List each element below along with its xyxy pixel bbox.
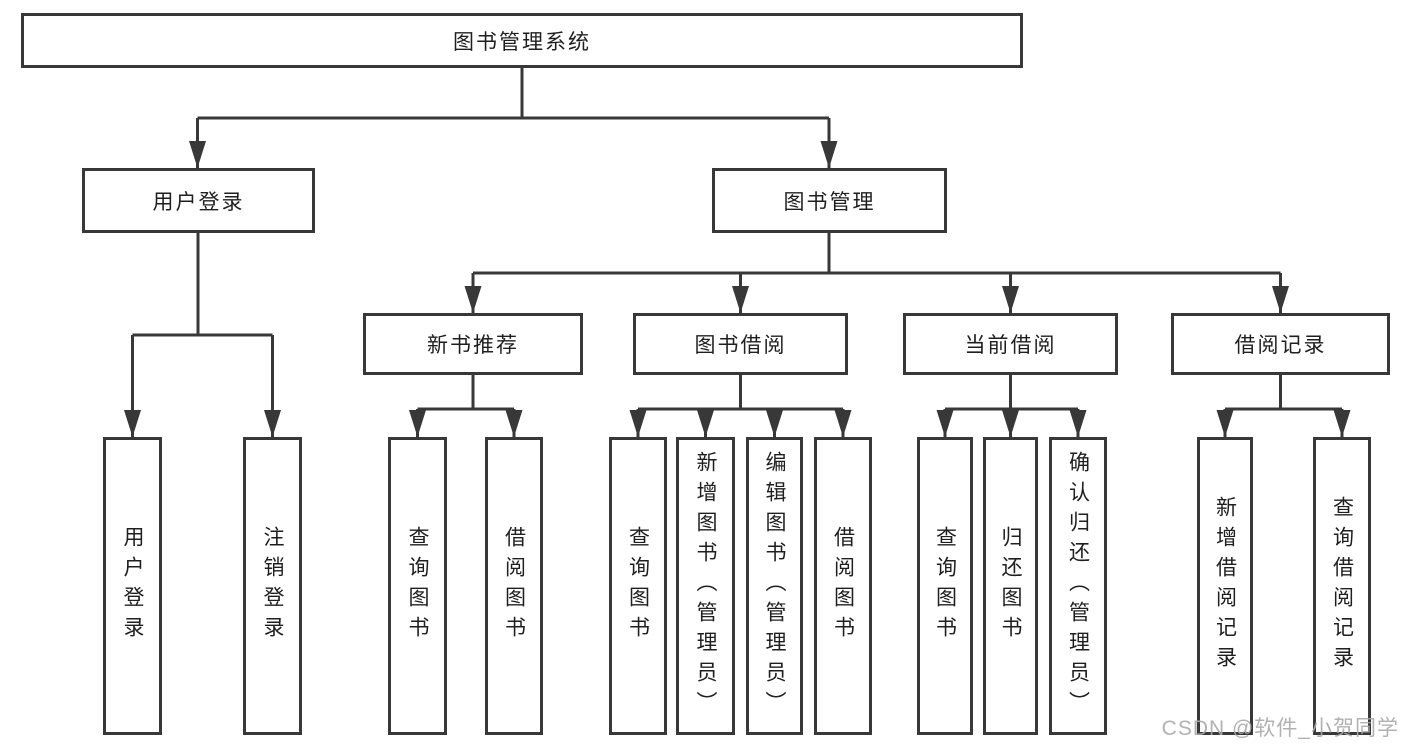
leaf-label: 查询借阅记录 <box>1330 496 1354 676</box>
arrow-down-icon <box>409 410 426 437</box>
node-book-management: 图书管理 <box>712 168 947 233</box>
leaf-label: 借阅图书 <box>502 526 526 646</box>
leaf-logout: 注销登录 <box>243 437 302 735</box>
leaf-label: 新增借阅记录 <box>1213 496 1237 676</box>
leaf-query-books-borrow: 查询图书 <box>609 437 667 735</box>
leaf-query-books-recommend: 查询图书 <box>388 437 447 735</box>
leaf-return-book: 归还图书 <box>983 437 1038 735</box>
arrow-down-icon <box>1002 286 1019 313</box>
arrow-down-icon <box>1333 410 1351 437</box>
node-user-login: 用户登录 <box>82 168 315 233</box>
arrow-down-icon <box>124 410 141 437</box>
arrow-down-icon <box>505 410 523 437</box>
leaf-label: 编辑图书（管理员） <box>763 451 786 721</box>
node-new-book-recommend: 新书推荐 <box>363 313 583 375</box>
arrow-down-icon <box>1002 410 1019 437</box>
leaf-edit-book-admin: 编辑图书（管理员） <box>746 437 803 735</box>
leaf-label: 查询图书 <box>626 526 650 646</box>
node-book-borrow: 图书借阅 <box>633 313 848 375</box>
arrow-down-icon <box>464 286 482 313</box>
watermark: CSDN @软件_小贺同学 <box>1161 717 1399 740</box>
node-borrow-records: 借阅记录 <box>1171 313 1390 375</box>
arrow-down-icon <box>834 410 852 437</box>
leaf-label: 借阅图书 <box>831 526 855 646</box>
node-library-management-system: 图书管理系统 <box>21 13 1023 68</box>
leaf-label: 用户登录 <box>121 526 144 646</box>
arrow-down-icon <box>936 410 954 437</box>
arrow-down-icon <box>1216 410 1234 437</box>
leaf-label: 查询图书 <box>406 526 429 646</box>
tree-edges <box>131 68 1344 437</box>
arrow-down-icon <box>189 141 206 168</box>
arrow-down-icon <box>697 410 714 437</box>
leaf-add-book-admin: 新增图书（管理员） <box>676 437 735 735</box>
node-current-borrow: 当前借阅 <box>903 313 1118 375</box>
leaf-confirm-return-admin: 确认归还（管理员） <box>1049 437 1107 735</box>
arrow-down-icon <box>766 410 783 437</box>
leaf-borrow-books: 借阅图书 <box>814 437 872 735</box>
leaf-borrow-books-recommend: 借阅图书 <box>485 437 543 735</box>
leaf-label: 新增图书（管理员） <box>694 451 717 721</box>
arrowheads <box>124 141 1351 437</box>
arrow-down-icon <box>1272 286 1289 313</box>
arrow-down-icon <box>820 141 838 168</box>
leaf-query-books-current: 查询图书 <box>917 437 973 735</box>
leaf-add-borrow-record: 新增借阅记录 <box>1197 437 1253 735</box>
leaf-label: 查询图书 <box>933 526 957 646</box>
leaf-user-login: 用户登录 <box>103 437 162 735</box>
leaf-query-borrow-record: 查询借阅记录 <box>1313 437 1371 735</box>
arrow-down-icon <box>1069 410 1087 437</box>
leaf-label: 归还图书 <box>999 526 1022 646</box>
leaf-label: 注销登录 <box>261 526 284 646</box>
arrow-down-icon <box>732 286 749 313</box>
arrow-down-icon <box>264 410 281 437</box>
arrow-down-icon <box>629 410 647 437</box>
leaf-label: 确认归还（管理员） <box>1066 451 1090 721</box>
